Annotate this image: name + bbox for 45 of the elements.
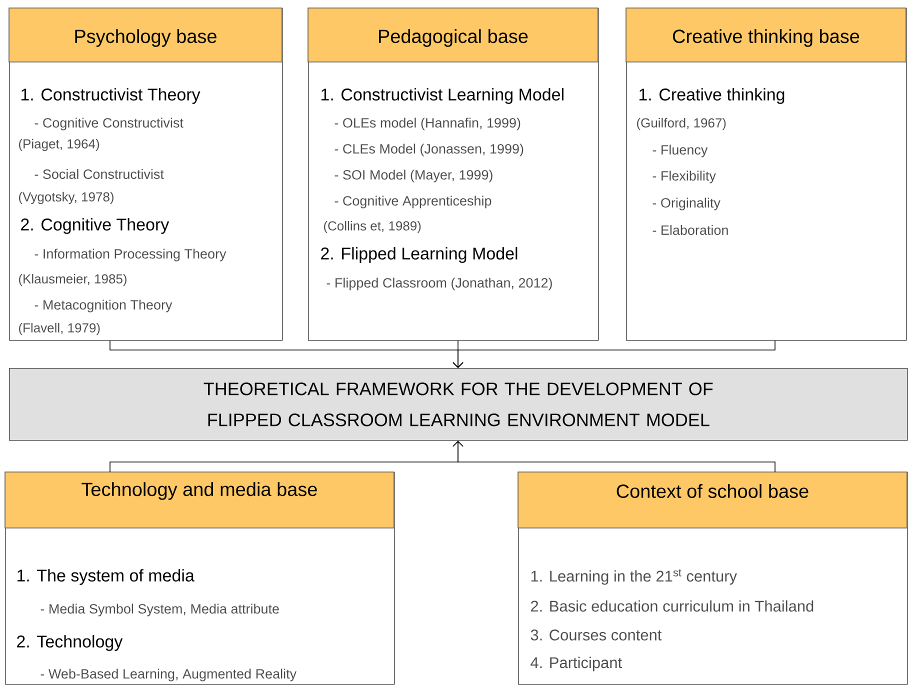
- framework-box: THEORETICAL FRAMEWORK FOR THE DEVELOPMENT OF FLIPPED CLASSROOM LEARNING ENVIRONMENT MODEL: [9, 368, 908, 441]
- item-heading: 1. The system of media: [18, 569, 194, 585]
- item-heading: 1. Creative thinking: [640, 88, 784, 104]
- item-text: - Media Symbol System, Media attribute: [40, 604, 279, 616]
- header-band: Psychology base: [8, 8, 282, 62]
- item-text: - OLEs model (Hannafin, 1999): [334, 118, 520, 130]
- bracket-arrow: [452, 440, 776, 472]
- item-text: 2. Basic education curriculum in Thailand: [531, 600, 814, 612]
- item-text: - Flipped Classroom (Jonathan, 2012): [326, 278, 552, 290]
- item-heading: 1. Constructivist Theory: [22, 88, 200, 104]
- item-text: - Flexibility: [652, 170, 716, 184]
- item-text: - Social Constructivist: [34, 169, 164, 179]
- item-text: - Information Processing Theory: [34, 248, 226, 262]
- base-box: [8, 8, 283, 341]
- base-box: [4, 472, 395, 685]
- header-band: Context of school base: [518, 472, 908, 528]
- base-box: [626, 8, 907, 341]
- bracket-arrow: [452, 340, 776, 368]
- item-text: - Fluency: [652, 144, 708, 158]
- item-text: - SOI Model (Mayer, 1999): [334, 170, 492, 182]
- item-text: 4. Participant: [530, 656, 622, 672]
- item-heading: 2. Technology: [17, 635, 123, 651]
- item-text: 3. Courses content: [530, 630, 662, 640]
- citation-text: (Collins et, 1989): [324, 220, 421, 234]
- item-text: - Web-Based Learning, Augmented Reality: [40, 668, 297, 682]
- item-text: - Cognitive Apprenticeship: [334, 196, 492, 208]
- citation-text: (Piaget, 1964): [19, 138, 100, 152]
- item-text: 1. Learning in the 21$^{st}$ century: [531, 569, 738, 585]
- item-heading: 2. Flipped Learning Model: [321, 247, 518, 263]
- citation-text: (Klausmeier, 1985): [19, 274, 126, 286]
- item-heading: 1. Constructivist Learning Model: [322, 88, 564, 104]
- item-text: - Elaboration: [652, 225, 728, 235]
- citation-text: (Flavell, 1979): [19, 322, 100, 336]
- item-text: - CLEs Model (Jonassen, 1999): [334, 144, 524, 156]
- citation-text: (Vygotsky, 1978): [19, 192, 114, 204]
- item-text: - Metacognition Theory: [34, 300, 172, 312]
- citation-text: (Guilford, 1967): [637, 118, 726, 130]
- base-box: [308, 8, 599, 341]
- header-band: Pedagogical base: [308, 8, 598, 62]
- item-text: - Cognitive Constructivist: [34, 118, 184, 130]
- header-band: Technology and media base: [4, 472, 394, 528]
- header-band: Creative thinking base: [626, 8, 906, 62]
- item-heading: 2. Cognitive Theory: [21, 218, 170, 234]
- base-box: [518, 472, 908, 685]
- item-text: - Originality: [652, 198, 720, 210]
